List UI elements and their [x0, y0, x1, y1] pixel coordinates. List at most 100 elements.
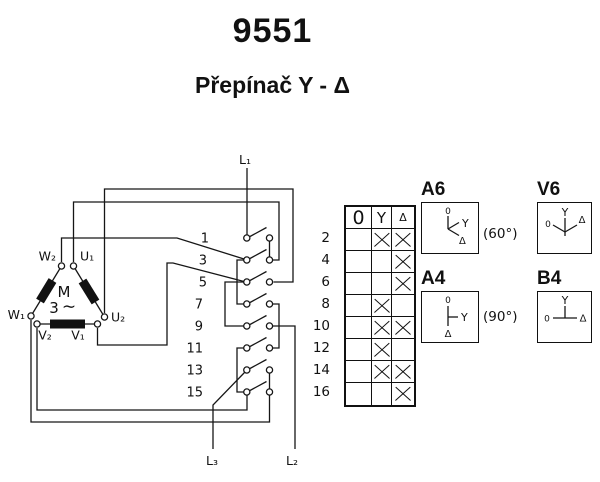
x-mark	[372, 229, 391, 250]
x-mark	[392, 273, 414, 294]
pos-y: Y	[460, 311, 468, 324]
position-box-v6: V6 Y 0 Δ	[537, 180, 600, 254]
motor-label-sine: ∼	[62, 297, 76, 317]
position-box-label: B4	[537, 268, 562, 289]
x-mark	[372, 317, 391, 338]
motor-label-m: M	[58, 283, 71, 301]
pos-delta: Δ	[459, 236, 466, 247]
x-mark	[392, 251, 414, 272]
pos-y: Y	[561, 206, 569, 219]
contact-number-even: 2	[321, 230, 330, 246]
position-box-label: V6	[537, 179, 561, 200]
position-glyph-v6: Y 0 Δ	[545, 206, 586, 236]
table-cell	[392, 339, 414, 361]
table-cell	[372, 317, 392, 339]
table-cell	[346, 295, 372, 317]
contact-number-odd: 15	[186, 386, 203, 401]
position-box-a4: A4 0 Y Δ (90°)	[421, 269, 541, 343]
x-mark	[372, 361, 391, 382]
contact-number-odd: 11	[186, 342, 203, 357]
table-cell	[392, 317, 414, 339]
table-cell	[372, 251, 392, 273]
table-cell	[392, 251, 414, 273]
table-cell	[372, 295, 392, 317]
table-cell	[346, 229, 372, 251]
position-box-b4: B4 Y 0 Δ	[537, 269, 600, 343]
terminal-label-v1: V₁	[71, 328, 85, 343]
x-mark	[392, 383, 414, 405]
position-box-label: A6	[421, 179, 446, 200]
table-cell	[392, 273, 414, 295]
table-cell	[392, 383, 414, 405]
terminal-label-v2: V₂	[38, 328, 52, 343]
table-cell	[346, 339, 372, 361]
table-header-cell: Y	[372, 207, 392, 229]
contact-number-odd: 3	[199, 254, 207, 269]
pos-delta: Δ	[580, 314, 587, 325]
table-header-cell: 0	[346, 207, 372, 229]
table-cell	[346, 251, 372, 273]
x-mark	[392, 317, 414, 338]
x-mark	[392, 229, 414, 250]
pos-delta: Δ	[445, 329, 452, 340]
pos-0: 0	[445, 207, 451, 217]
table-cell	[392, 295, 414, 317]
contact-number-even: 10	[312, 318, 330, 334]
contact-number-even: 14	[312, 362, 330, 378]
contact-number-odd: 9	[195, 320, 203, 335]
pos-0: 0	[544, 315, 550, 325]
table-cell	[346, 361, 372, 383]
page-title: 9551	[232, 12, 313, 50]
pos-0: 0	[445, 296, 451, 306]
contact-number-odd: 1	[201, 232, 209, 247]
x-mark	[372, 339, 391, 360]
position-box-label: A4	[421, 268, 446, 289]
contact-number-odd: 7	[195, 298, 203, 313]
table-cell	[372, 339, 392, 361]
position-glyph-b4: Y 0 Δ	[544, 294, 587, 325]
page-subtitle: Přepínač Y - Δ	[194, 72, 351, 98]
switch-contacts	[243, 234, 274, 396]
contact-number-even: 6	[321, 274, 330, 290]
pos-0: 0	[545, 220, 551, 230]
contact-number-odd: 5	[199, 276, 207, 291]
switch-blades	[249, 226, 267, 392]
motor-windings	[36, 278, 100, 329]
position-glyph-a4: 0 Y Δ	[445, 296, 468, 340]
contact-number-even: 16	[312, 384, 330, 400]
table-cell	[346, 317, 372, 339]
x-mark	[392, 361, 414, 382]
table-cell	[372, 383, 392, 405]
table-cell	[392, 229, 414, 251]
motor-label-3: 3	[49, 299, 59, 317]
position-glyph-a6: 0 Y Δ	[445, 207, 469, 247]
table-cell	[372, 361, 392, 383]
position-box-a6: A6 0 Y Δ (60°)	[421, 180, 541, 254]
table-cell	[346, 273, 372, 295]
pos-delta: Δ	[579, 215, 586, 226]
contact-number-odd: 13	[186, 364, 203, 379]
pos-y: Y	[461, 217, 469, 230]
phase-label-l2: L₂	[286, 453, 298, 468]
table-cell	[372, 229, 392, 251]
phase-label-l3: L₃	[206, 453, 218, 468]
pos-y: Y	[561, 294, 569, 307]
phase-label-l1: L₁	[239, 152, 251, 167]
terminal-label-u2: U₂	[111, 310, 125, 325]
table-cell	[392, 361, 414, 383]
terminal-label-u1: U₁	[80, 249, 94, 264]
angle-note: (60°)	[483, 226, 518, 242]
terminal-label-w1: W₁	[8, 307, 25, 322]
x-mark	[372, 295, 391, 316]
motor-terminals	[27, 262, 109, 328]
contact-number-even: 12	[312, 340, 330, 356]
wires	[30, 168, 296, 449]
angle-note: (90°)	[483, 309, 518, 325]
contact-number-even: 4	[321, 252, 330, 268]
table-header-cell: Δ	[392, 207, 414, 229]
table-cell	[372, 273, 392, 295]
